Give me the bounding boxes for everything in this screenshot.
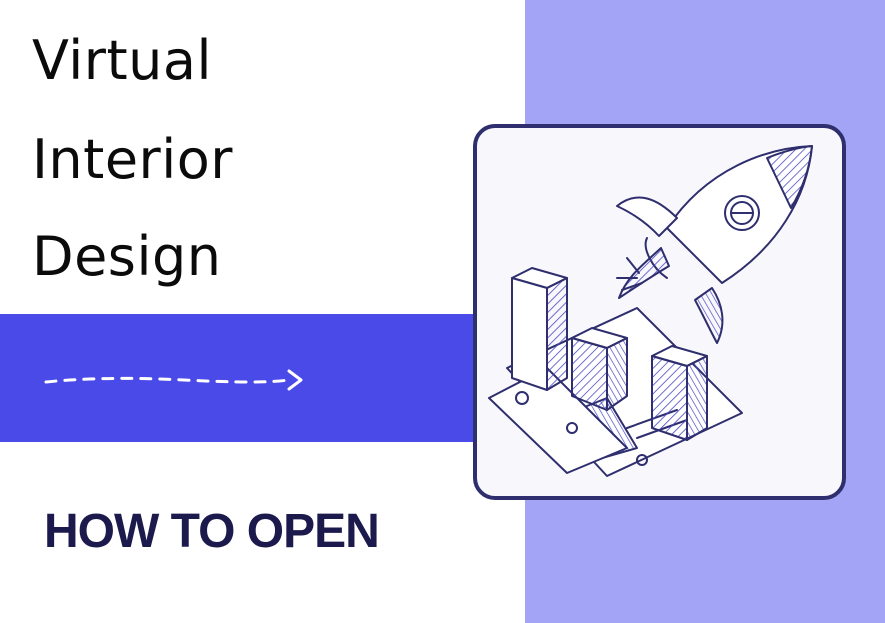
illustration-card: [473, 124, 846, 500]
rocket-and-bar-chart-illustration: [488, 145, 813, 477]
title-line-3: Design: [32, 225, 222, 288]
rocket-icon: [616, 145, 813, 344]
title-line-2: Interior: [32, 128, 233, 191]
subtitle: HOW TO OPEN: [44, 505, 380, 558]
accent-band: [0, 314, 474, 442]
dashed-arrow-icon: [44, 369, 303, 391]
bar-chart-columns: [511, 267, 708, 441]
title-line-1: Virtual: [32, 29, 212, 92]
